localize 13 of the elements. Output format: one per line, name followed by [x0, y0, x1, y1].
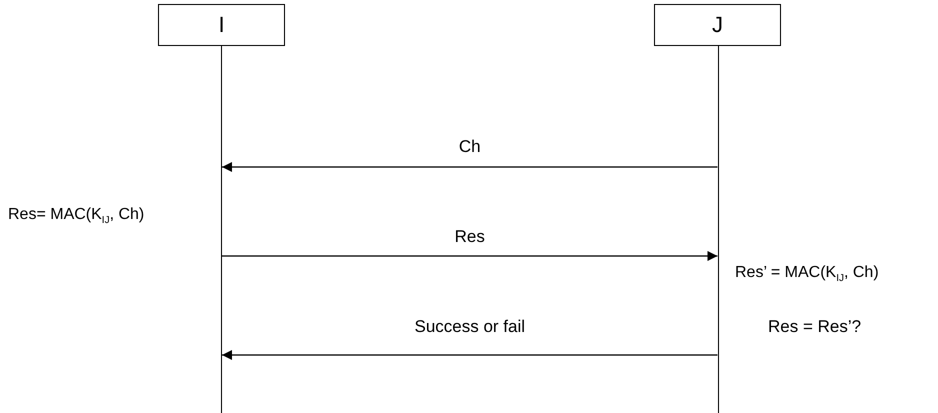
message-label: Success or fail	[414, 317, 526, 337]
lifeline	[718, 46, 719, 413]
computation-note: Res= MAC(K$_{IJ}$, Ch)	[8, 206, 144, 226]
participant-box: I	[158, 4, 285, 46]
message-label: Ch	[458, 137, 481, 157]
message-arrow	[222, 350, 718, 360]
message-arrow	[222, 162, 718, 172]
computation-note: Res’ = MAC(K$_{IJ}$, Ch)	[735, 264, 879, 284]
message-label: Res	[454, 227, 485, 247]
computation-note: Res = Res’?	[768, 317, 862, 337]
participant-box: J	[654, 4, 781, 46]
lifeline	[220, 46, 222, 413]
message-arrow	[222, 251, 718, 261]
